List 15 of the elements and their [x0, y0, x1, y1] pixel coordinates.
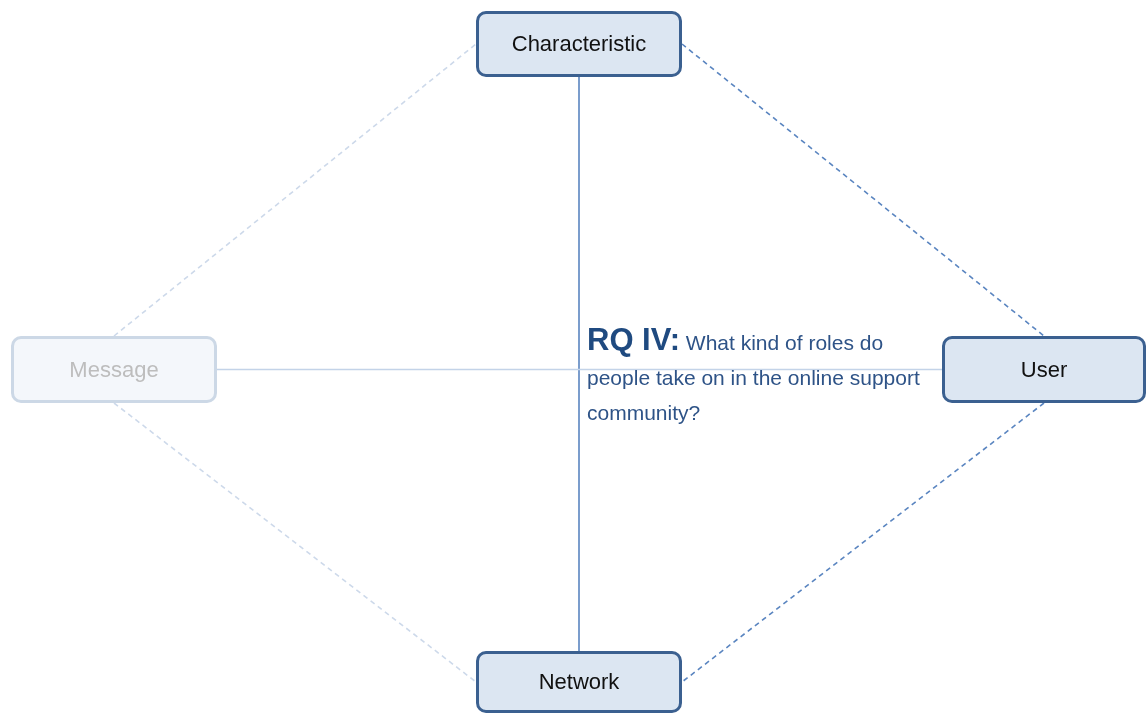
dashed-connector [113, 402, 477, 683]
concept-box [476, 11, 682, 77]
node-label: User [1020, 356, 1068, 383]
node-label: Network [538, 669, 620, 695]
concept-box [11, 336, 217, 403]
dashed-connector [113, 43, 477, 337]
concept-box [942, 336, 1146, 403]
concept-box [476, 651, 682, 713]
node-label: Message [69, 356, 159, 383]
connector-line [578, 76, 580, 652]
node-label: Characteristic [511, 31, 647, 57]
dashed-connector [681, 402, 1045, 683]
dashed-connector [681, 43, 1045, 337]
research-question-text: RQ IV: What kind of roles do people take on in the online support community? [587, 322, 921, 426]
connector-line [216, 368, 943, 371]
